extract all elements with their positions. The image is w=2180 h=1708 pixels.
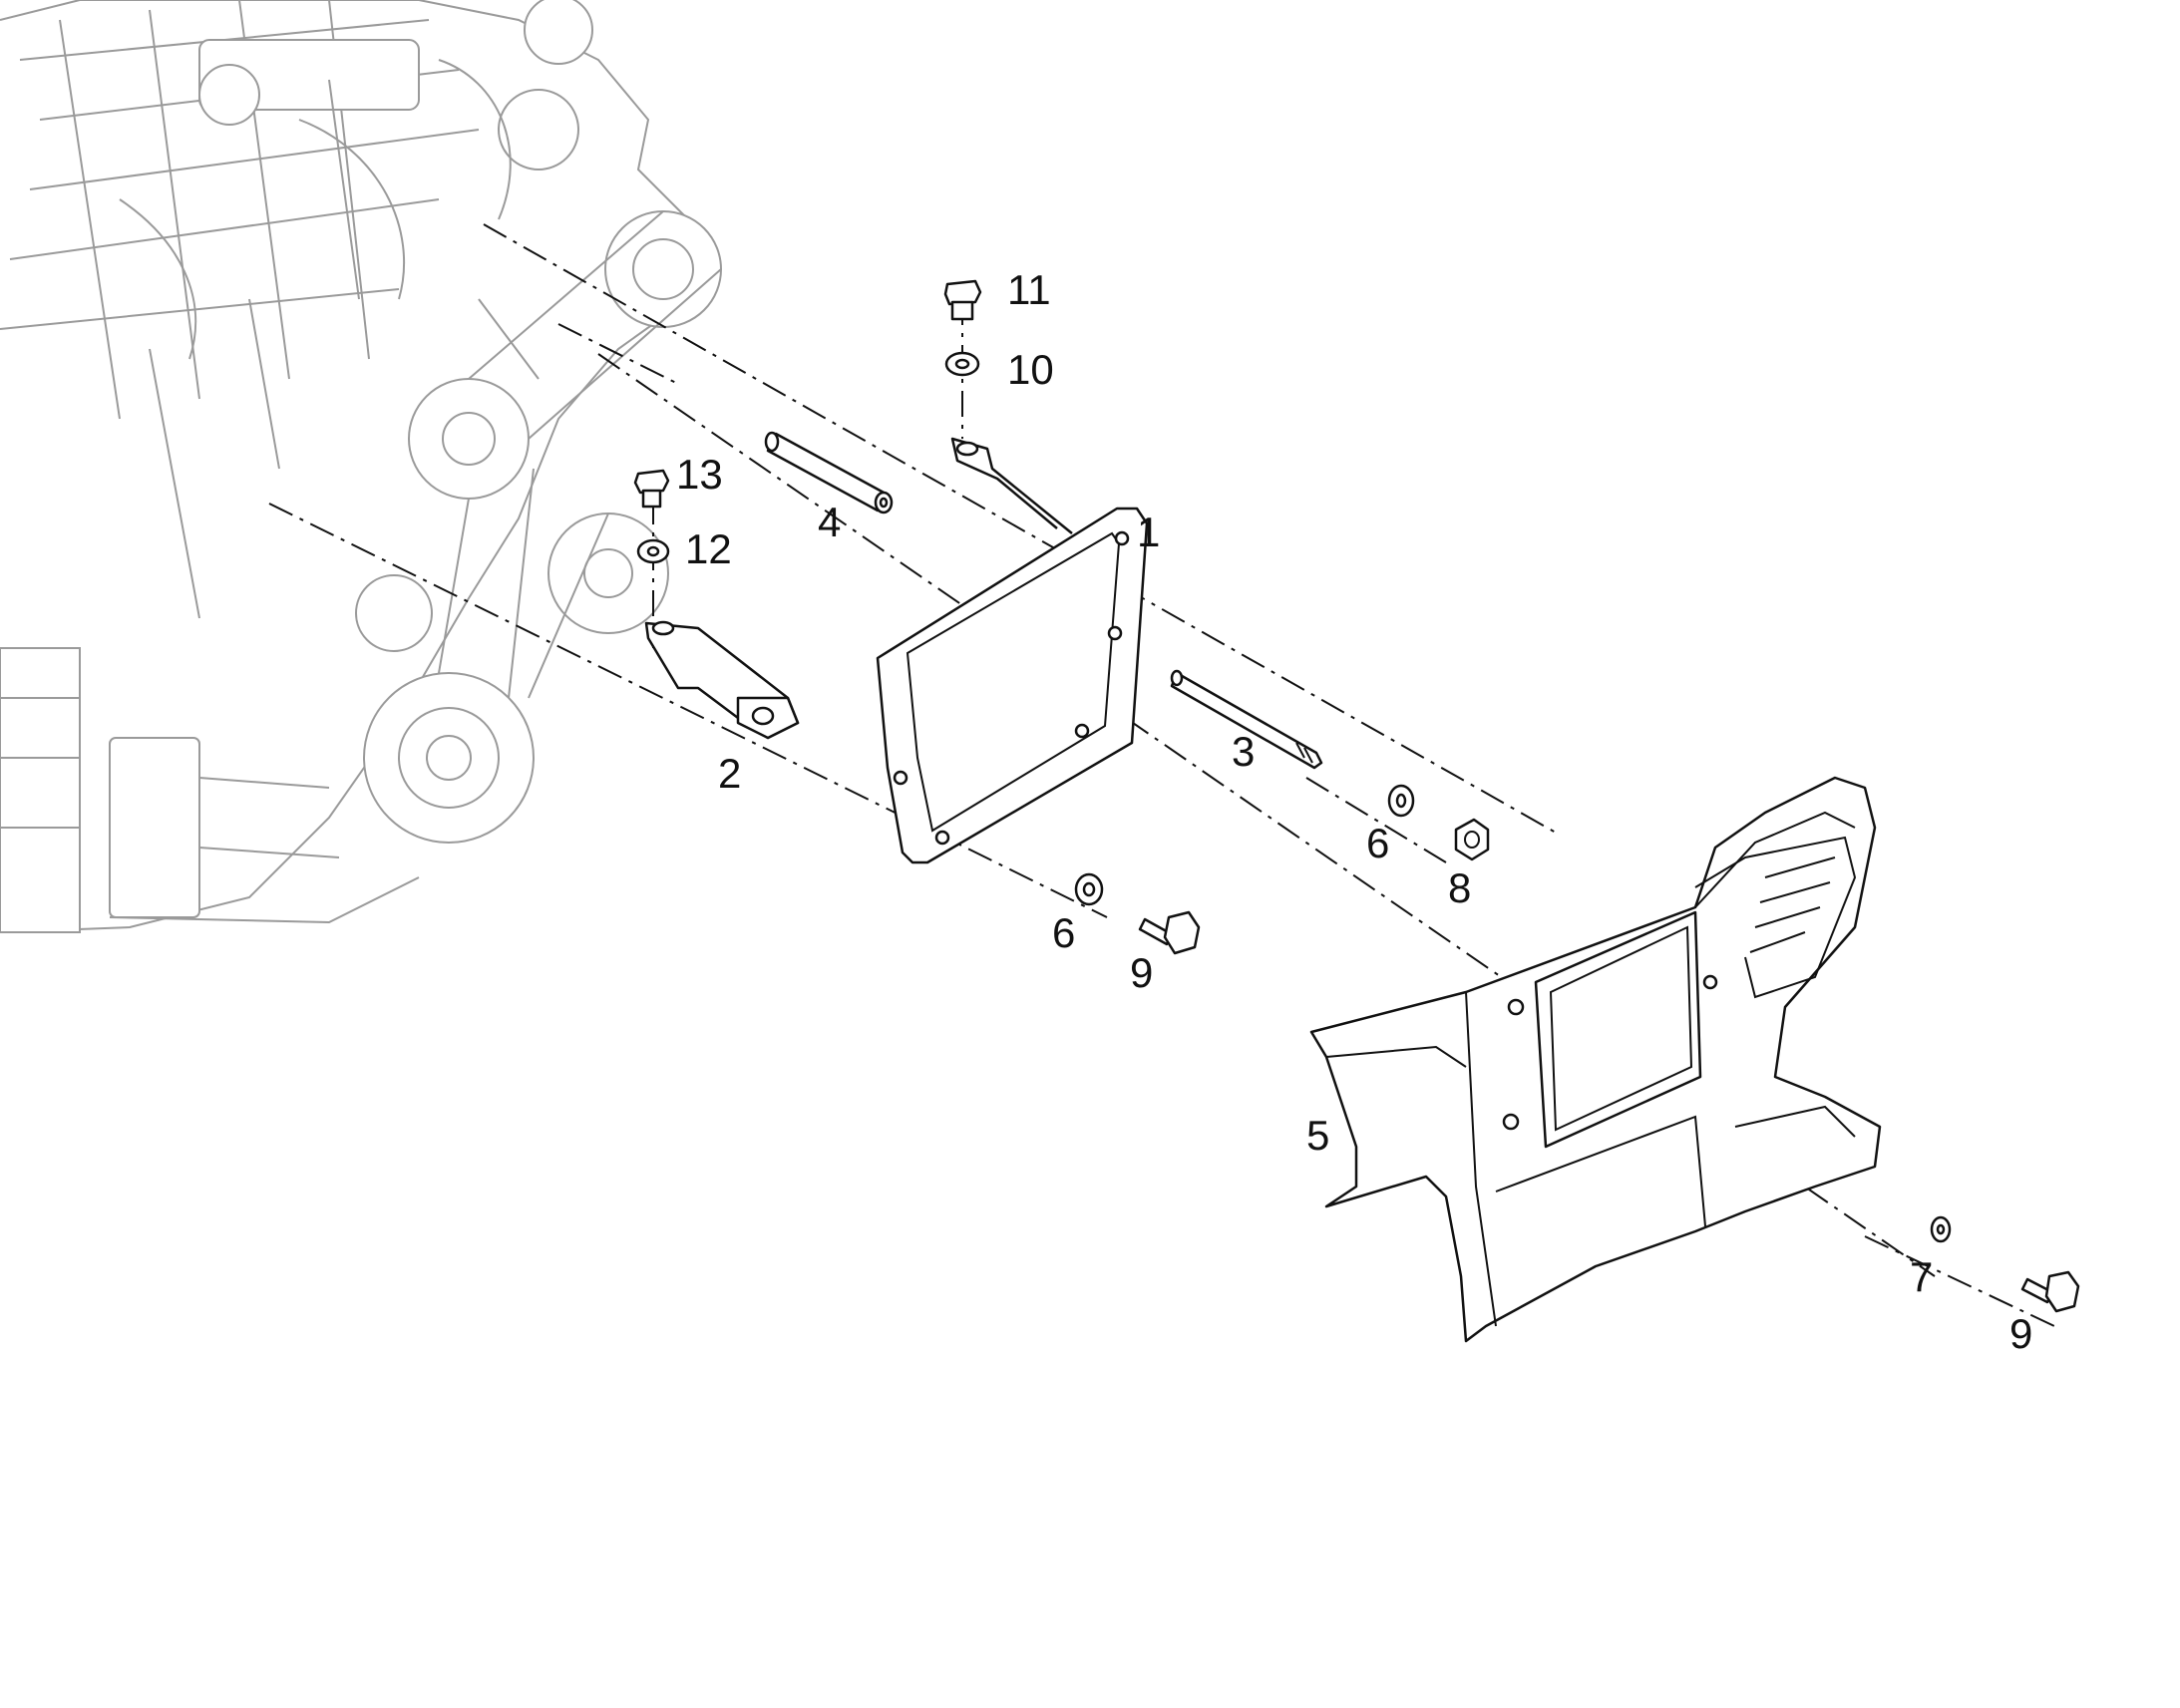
callout-13: 13 — [676, 451, 723, 498]
callout-2: 2 — [718, 750, 741, 797]
callout-12: 12 — [685, 525, 732, 572]
callout-8: 8 — [1448, 864, 1471, 911]
part-5-guard-cover — [1309, 776, 1882, 1343]
callout-5: 5 — [1306, 1112, 1329, 1159]
callout-9-right: 9 — [2009, 1310, 2032, 1357]
part-9-bolt-right — [2020, 1270, 2080, 1313]
part-4-spacer-tube — [764, 431, 894, 514]
part-10-washer-top — [944, 351, 980, 377]
callout-4: 4 — [818, 499, 841, 545]
engine-assembly — [0, 0, 722, 933]
callout-3: 3 — [1232, 728, 1255, 775]
callout-6-right: 6 — [1366, 820, 1389, 866]
callout-11: 11 — [1007, 266, 1051, 313]
part-6-washer-lower — [1074, 872, 1104, 906]
callout-6-lower: 6 — [1052, 909, 1075, 956]
part-11-bolt-top — [943, 279, 982, 321]
callout-7: 7 — [1910, 1253, 1933, 1300]
part-12-washer-left — [636, 538, 670, 564]
part-9-bolt-middle — [1138, 910, 1201, 955]
part-8-hex-nut — [1454, 818, 1490, 861]
callout-10: 10 — [1007, 346, 1054, 393]
callout-1: 1 — [1137, 509, 1160, 555]
part-6-washer-right — [1387, 784, 1415, 818]
callout-9-middle: 9 — [1130, 949, 1153, 996]
part-1-mounting-frame — [876, 437, 1149, 864]
part-2-support-bracket — [644, 620, 800, 740]
part-7-small-washer — [1930, 1215, 1952, 1243]
part-3-threaded-rod — [1170, 669, 1323, 770]
part-13-bolt-left — [633, 469, 670, 509]
